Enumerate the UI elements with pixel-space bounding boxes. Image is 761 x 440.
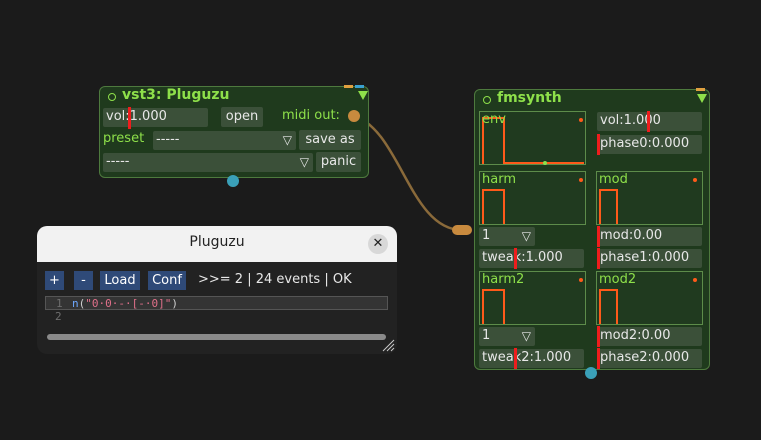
tweak-slider[interactable]: tweak:1.000 <box>479 249 584 268</box>
load-button[interactable]: Load <box>100 271 140 290</box>
node-title: fmsynth <box>497 90 562 106</box>
code-line[interactable]: 2 <box>45 310 388 324</box>
status-text: >>= 2 | 24 events | OK <box>198 272 352 287</box>
harm-plot[interactable]: harm <box>479 171 586 225</box>
window-header[interactable]: Pluguzu ✕ <box>37 226 397 262</box>
mod-slider-marker <box>597 226 600 247</box>
plot-point <box>579 118 583 122</box>
dropdown-icon: ▽ <box>521 329 531 343</box>
tweak2-slider-marker <box>514 348 517 369</box>
line-number: 2 <box>55 310 62 323</box>
vol-slider-marker <box>128 107 131 129</box>
close-icon[interactable]: ✕ <box>368 234 388 254</box>
mod2-slider-marker <box>597 326 600 347</box>
power-icon[interactable] <box>108 93 116 101</box>
power-icon[interactable] <box>483 96 491 104</box>
code-paren: ) <box>171 297 178 310</box>
phase2-slider-marker <box>597 348 600 369</box>
vst-output-port[interactable] <box>227 175 239 187</box>
vol-slider-marker <box>647 111 650 132</box>
mod2-slider[interactable]: mod2:0.00 <box>597 327 702 346</box>
midi-out-label: midi out: <box>282 108 340 123</box>
mod-slider[interactable]: mod:0.00 <box>597 227 702 246</box>
code-fn: n <box>72 297 79 310</box>
tweak2-slider[interactable]: tweak2:1.000 <box>479 349 584 368</box>
dropdown-icon: ▽ <box>282 133 292 147</box>
mod2-label: mod2 <box>599 272 637 287</box>
env-label: env <box>482 112 506 127</box>
plot-point <box>693 278 697 282</box>
preset-label: preset <box>103 131 145 146</box>
color-tag-orange <box>696 88 705 91</box>
node-title: vst3: Pluguzu <box>122 87 230 103</box>
color-tag-blue <box>355 85 364 88</box>
open-button[interactable]: open <box>221 107 263 127</box>
tweak-slider-marker <box>514 248 517 269</box>
dropdown-icon: ▽ <box>299 155 309 169</box>
fmsynth-midi-in-port[interactable] <box>452 225 472 235</box>
node-menu-icon[interactable] <box>358 91 368 100</box>
window-title: Pluguzu <box>189 234 245 250</box>
plot-point <box>579 278 583 282</box>
panic-button[interactable]: panic <box>316 152 361 172</box>
harm2-label: harm2 <box>482 272 525 287</box>
editor-window[interactable]: Pluguzu ✕ + - Load Conf >>= 2 | 24 event… <box>37 226 397 354</box>
remove-button[interactable]: - <box>74 271 93 290</box>
second-select[interactable]: ----- ▽ <box>103 153 313 172</box>
code-paren: ( <box>78 297 86 310</box>
code-string: "0·0·-·[-·0]" <box>85 297 172 310</box>
vol-slider[interactable]: vol:1.000 <box>103 108 208 127</box>
vst-node[interactable]: vst3: Pluguzu vol:1.000 open midi out: p… <box>99 85 369 178</box>
fmsynth-node[interactable]: fmsynth env vol:1.000 phase0:0.000 harm … <box>474 88 710 370</box>
code-line[interactable]: 1 n("0·0·-·[-·0]") <box>45 296 388 310</box>
phase1-slider-marker <box>597 248 600 269</box>
add-button[interactable]: + <box>45 271 64 290</box>
harm-label: harm <box>482 172 516 187</box>
midi-out-port[interactable] <box>348 110 360 122</box>
phase0-slider[interactable]: phase0:0.000 <box>597 135 702 154</box>
node-menu-icon[interactable] <box>697 94 707 103</box>
dropdown-icon: ▽ <box>521 229 531 243</box>
plot-point <box>579 178 583 182</box>
mod2-plot[interactable]: mod2 <box>596 271 703 325</box>
phase2-slider[interactable]: phase2:0.000 <box>597 349 702 368</box>
fmsynth-output-port[interactable] <box>585 367 597 379</box>
color-tag-orange <box>344 85 353 88</box>
horizontal-scrollbar[interactable] <box>47 334 386 340</box>
line-number: 1 <box>56 297 63 310</box>
harm2-plot[interactable]: harm2 <box>479 271 586 325</box>
code-text: n("0·0·-·[-·0]") <box>72 297 178 311</box>
mod-plot[interactable]: mod <box>596 171 703 225</box>
save-as-button[interactable]: save as <box>299 130 361 150</box>
plot-point <box>693 178 697 182</box>
mod-label: mod <box>599 172 628 187</box>
phase1-slider[interactable]: phase1:0.000 <box>597 249 702 268</box>
phase0-slider-marker <box>597 134 600 155</box>
harm2-select[interactable]: 1 ▽ <box>479 327 535 346</box>
env-plot[interactable]: env <box>479 111 586 165</box>
resize-grip-icon[interactable] <box>381 338 395 352</box>
conf-button[interactable]: Conf <box>148 271 186 290</box>
harm-select[interactable]: 1 ▽ <box>479 227 535 246</box>
code-editor[interactable]: 1 n("0·0·-·[-·0]") 2 <box>45 294 388 324</box>
preset-select[interactable]: ----- ▽ <box>153 131 296 150</box>
